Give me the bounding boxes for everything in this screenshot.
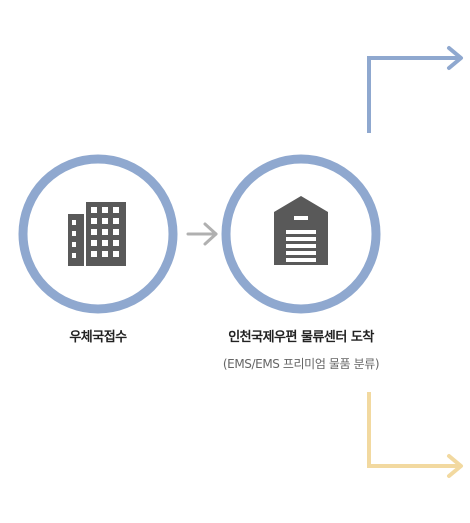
node-logistics-center [221, 154, 381, 314]
node-label-post-office: 우체국접수 [69, 330, 127, 345]
node-post-office [18, 154, 178, 314]
branch-arrow-down [367, 392, 463, 478]
node-label-logistics-center: 인천국제우편 물류센터 도착 [228, 330, 374, 345]
step-arrow [186, 222, 218, 246]
warehouse-icon [274, 196, 328, 265]
node-sublabel-logistics-center: (EMS/EMS 프리미엄 물품 분류) [222, 357, 380, 371]
office-building-icon [68, 202, 126, 266]
branch-arrow-up [367, 46, 463, 133]
